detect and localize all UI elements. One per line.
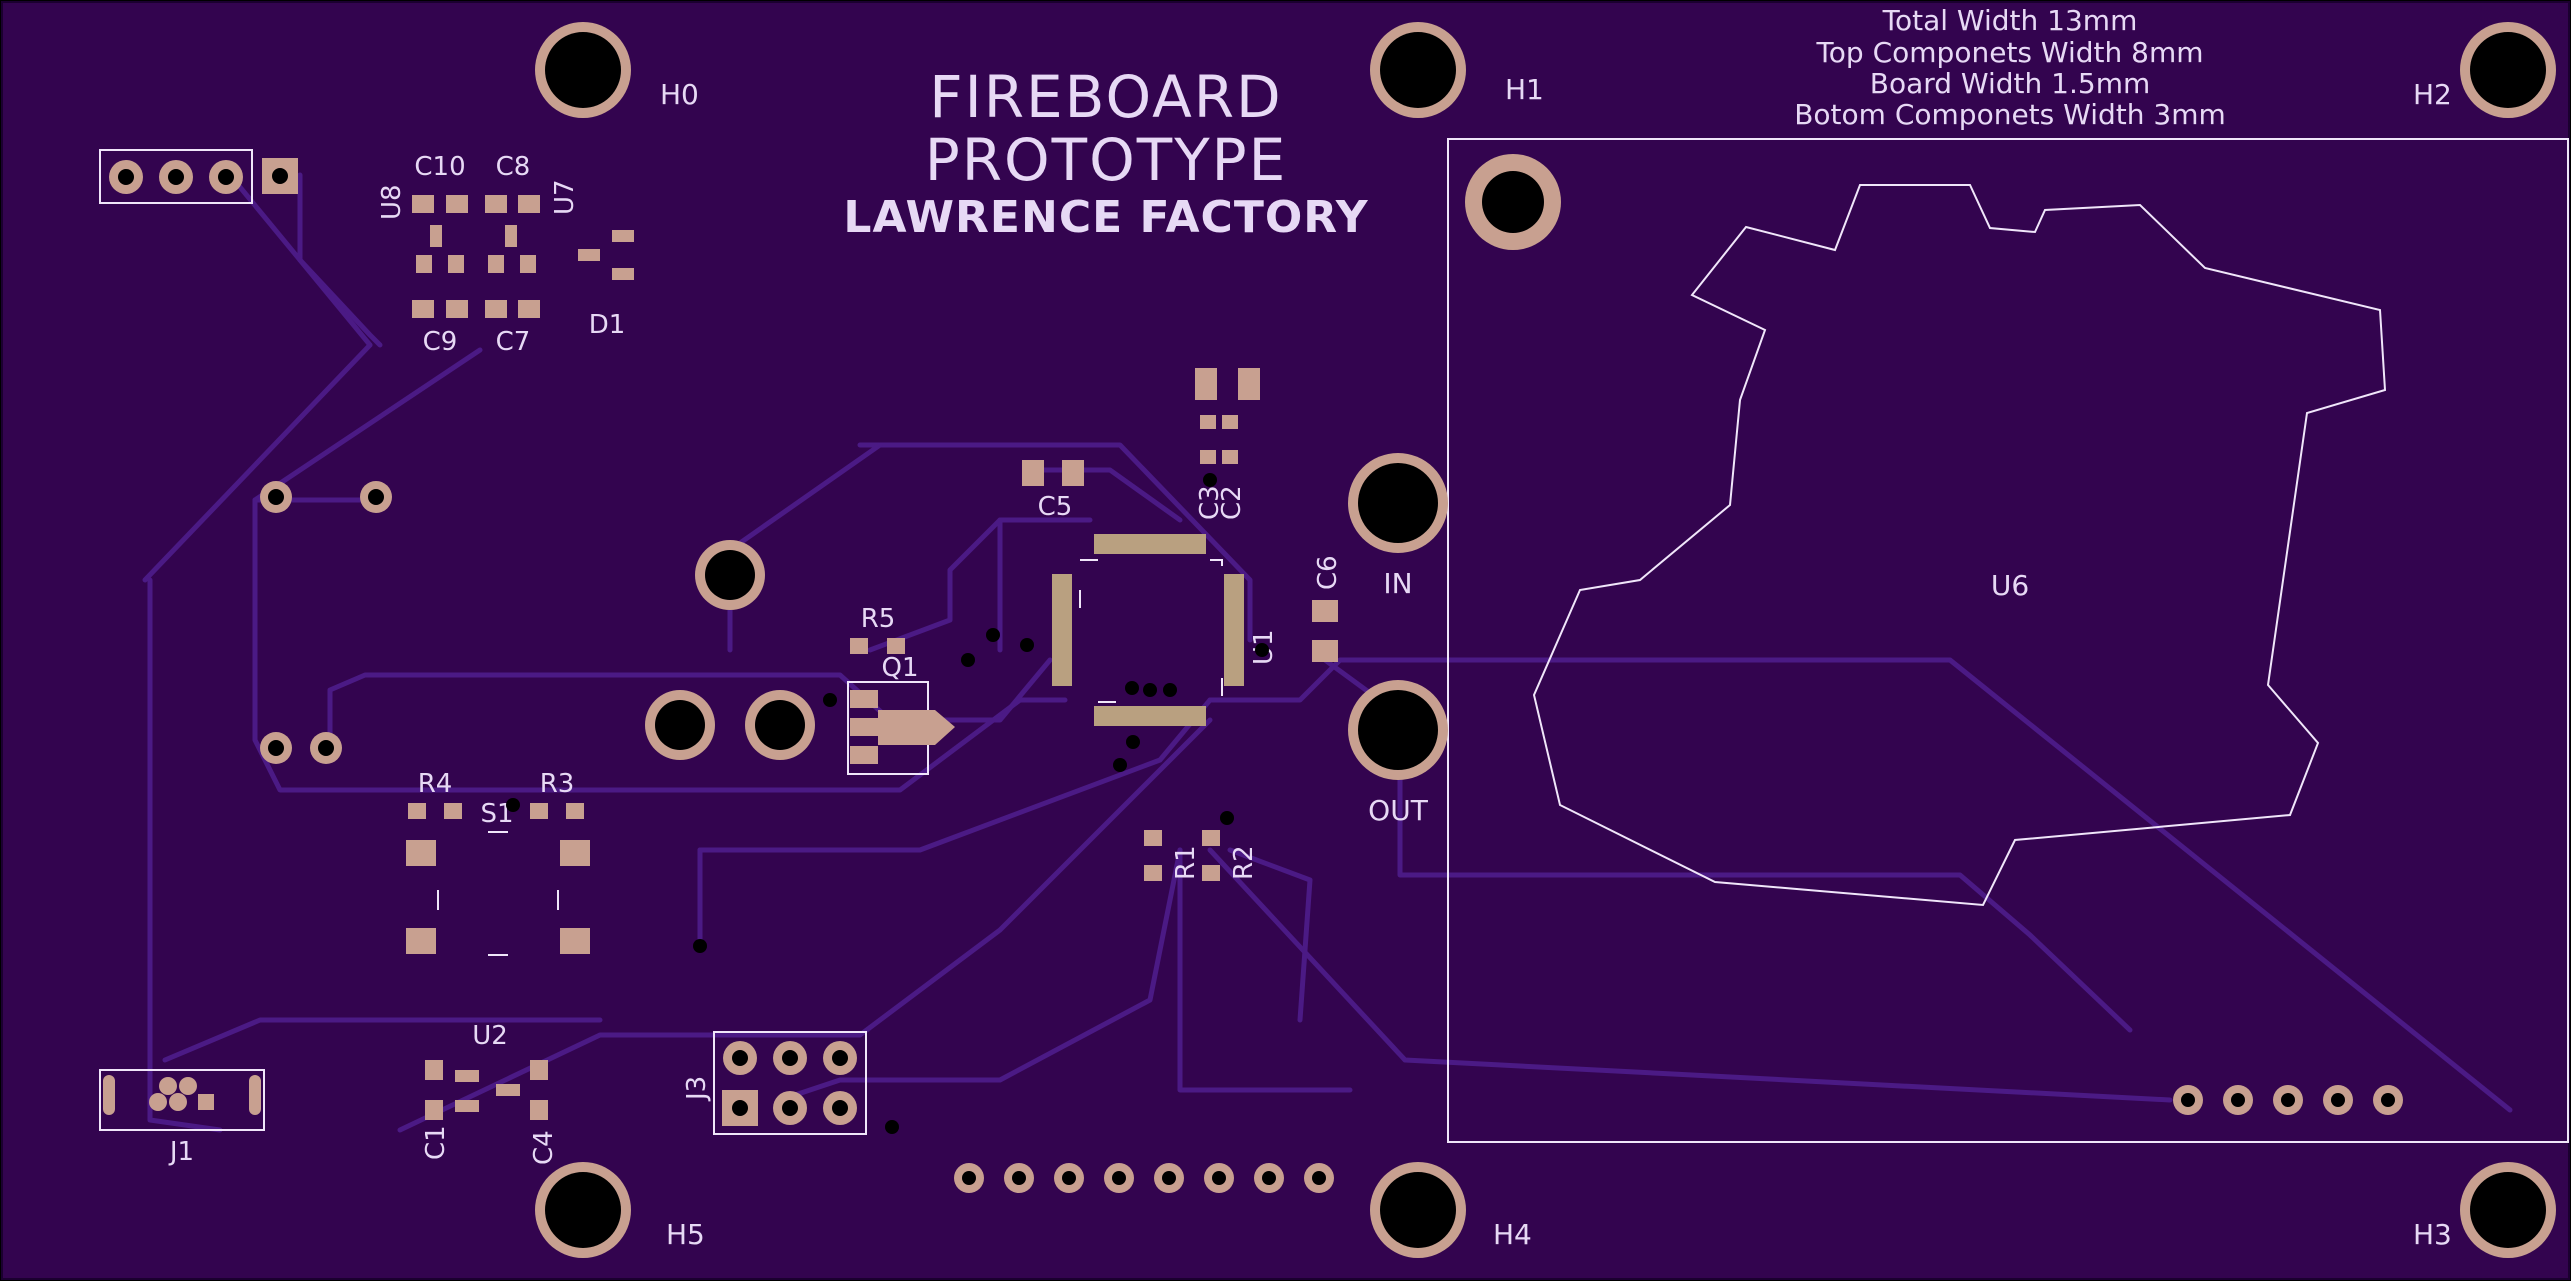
- board-title-line2: PROTOTYPE: [925, 126, 1288, 194]
- j1-usb: [99, 1069, 265, 1131]
- j3-header: [713, 1031, 867, 1135]
- mounting-hole-h1: [1370, 22, 1466, 118]
- c2-label: C2: [1217, 485, 1247, 520]
- u2-label: U2: [472, 1021, 508, 1051]
- note-top-components: Top Componets Width 8mm: [1815, 36, 2203, 69]
- q1-transistor: [847, 681, 955, 775]
- c10-label: C10: [414, 152, 465, 182]
- mounting-hole-h3: [2460, 1162, 2556, 1258]
- u6-module: U6: [1447, 138, 2569, 1143]
- j1-label: J1: [168, 1137, 194, 1167]
- r3: [530, 803, 584, 819]
- in-connector: [1348, 453, 1448, 553]
- u6-label: U6: [1991, 569, 2029, 602]
- c7-label: C7: [496, 327, 531, 357]
- mounting-hole-h5: [535, 1162, 631, 1258]
- bottom-pin-row: [954, 1163, 1334, 1193]
- c3-label: C3: [1195, 485, 1225, 520]
- in-label: IN: [1383, 567, 1412, 600]
- h0-label: H0: [660, 78, 699, 111]
- c5: [1022, 460, 1084, 486]
- c9-label: C9: [423, 327, 458, 357]
- c2-c3: [1195, 368, 1260, 464]
- mcu-u1: [1052, 534, 1244, 726]
- r1-r2: [1144, 830, 1220, 881]
- u8-label: U8: [377, 184, 407, 220]
- r3-label: R3: [540, 769, 575, 799]
- u6-pin-row: [2173, 1085, 2403, 1115]
- r4: [408, 803, 462, 819]
- c4-label: C4: [529, 1130, 559, 1165]
- h1-label: H1: [1505, 73, 1544, 106]
- r2-label: R2: [1229, 845, 1259, 880]
- c6-label: C6: [1313, 555, 1343, 590]
- j3-label: J3: [682, 1076, 712, 1102]
- u2-regulator: [425, 1060, 548, 1120]
- dimension-notes: Total Width 13mm Top Componets Width 8mm…: [1794, 4, 2226, 131]
- u7-label: U7: [550, 179, 580, 215]
- h3-label: H3: [2413, 1218, 2452, 1251]
- board-title-line1: FIREBOARD: [929, 63, 1282, 131]
- mounting-hole-h2: [2460, 22, 2556, 118]
- r1-label: R1: [1171, 845, 1201, 880]
- r5: [850, 638, 905, 654]
- regulator-cluster: [412, 195, 634, 318]
- note-total-width: Total Width 13mm: [1882, 4, 2138, 37]
- vias: [506, 473, 1269, 1134]
- mounting-hole-h0: [535, 22, 631, 118]
- s1-switch: [406, 831, 590, 956]
- c1-label: C1: [421, 1125, 451, 1160]
- r4-label: R4: [418, 769, 453, 799]
- out-label: OUT: [1368, 794, 1429, 827]
- r5-label: R5: [861, 604, 896, 634]
- note-bottom-components: Botom Componets Width 3mm: [1794, 98, 2226, 131]
- q1-label: Q1: [881, 653, 918, 683]
- h2-label: H2: [2413, 78, 2452, 111]
- through-holes: [260, 481, 815, 764]
- note-board-width: Board Width 1.5mm: [1870, 67, 2151, 100]
- board-title-line3: LAWRENCE FACTORY: [843, 192, 1368, 243]
- out-connector: [1348, 680, 1448, 780]
- h4-label: H4: [1493, 1218, 1532, 1251]
- header-3pin: [99, 149, 298, 204]
- c5-label: C5: [1038, 492, 1073, 522]
- h5-label: H5: [666, 1218, 705, 1251]
- d1-label: D1: [589, 310, 626, 340]
- mounting-hole-h4: [1370, 1162, 1466, 1258]
- c8-label: C8: [496, 152, 531, 182]
- c6: [1312, 600, 1338, 662]
